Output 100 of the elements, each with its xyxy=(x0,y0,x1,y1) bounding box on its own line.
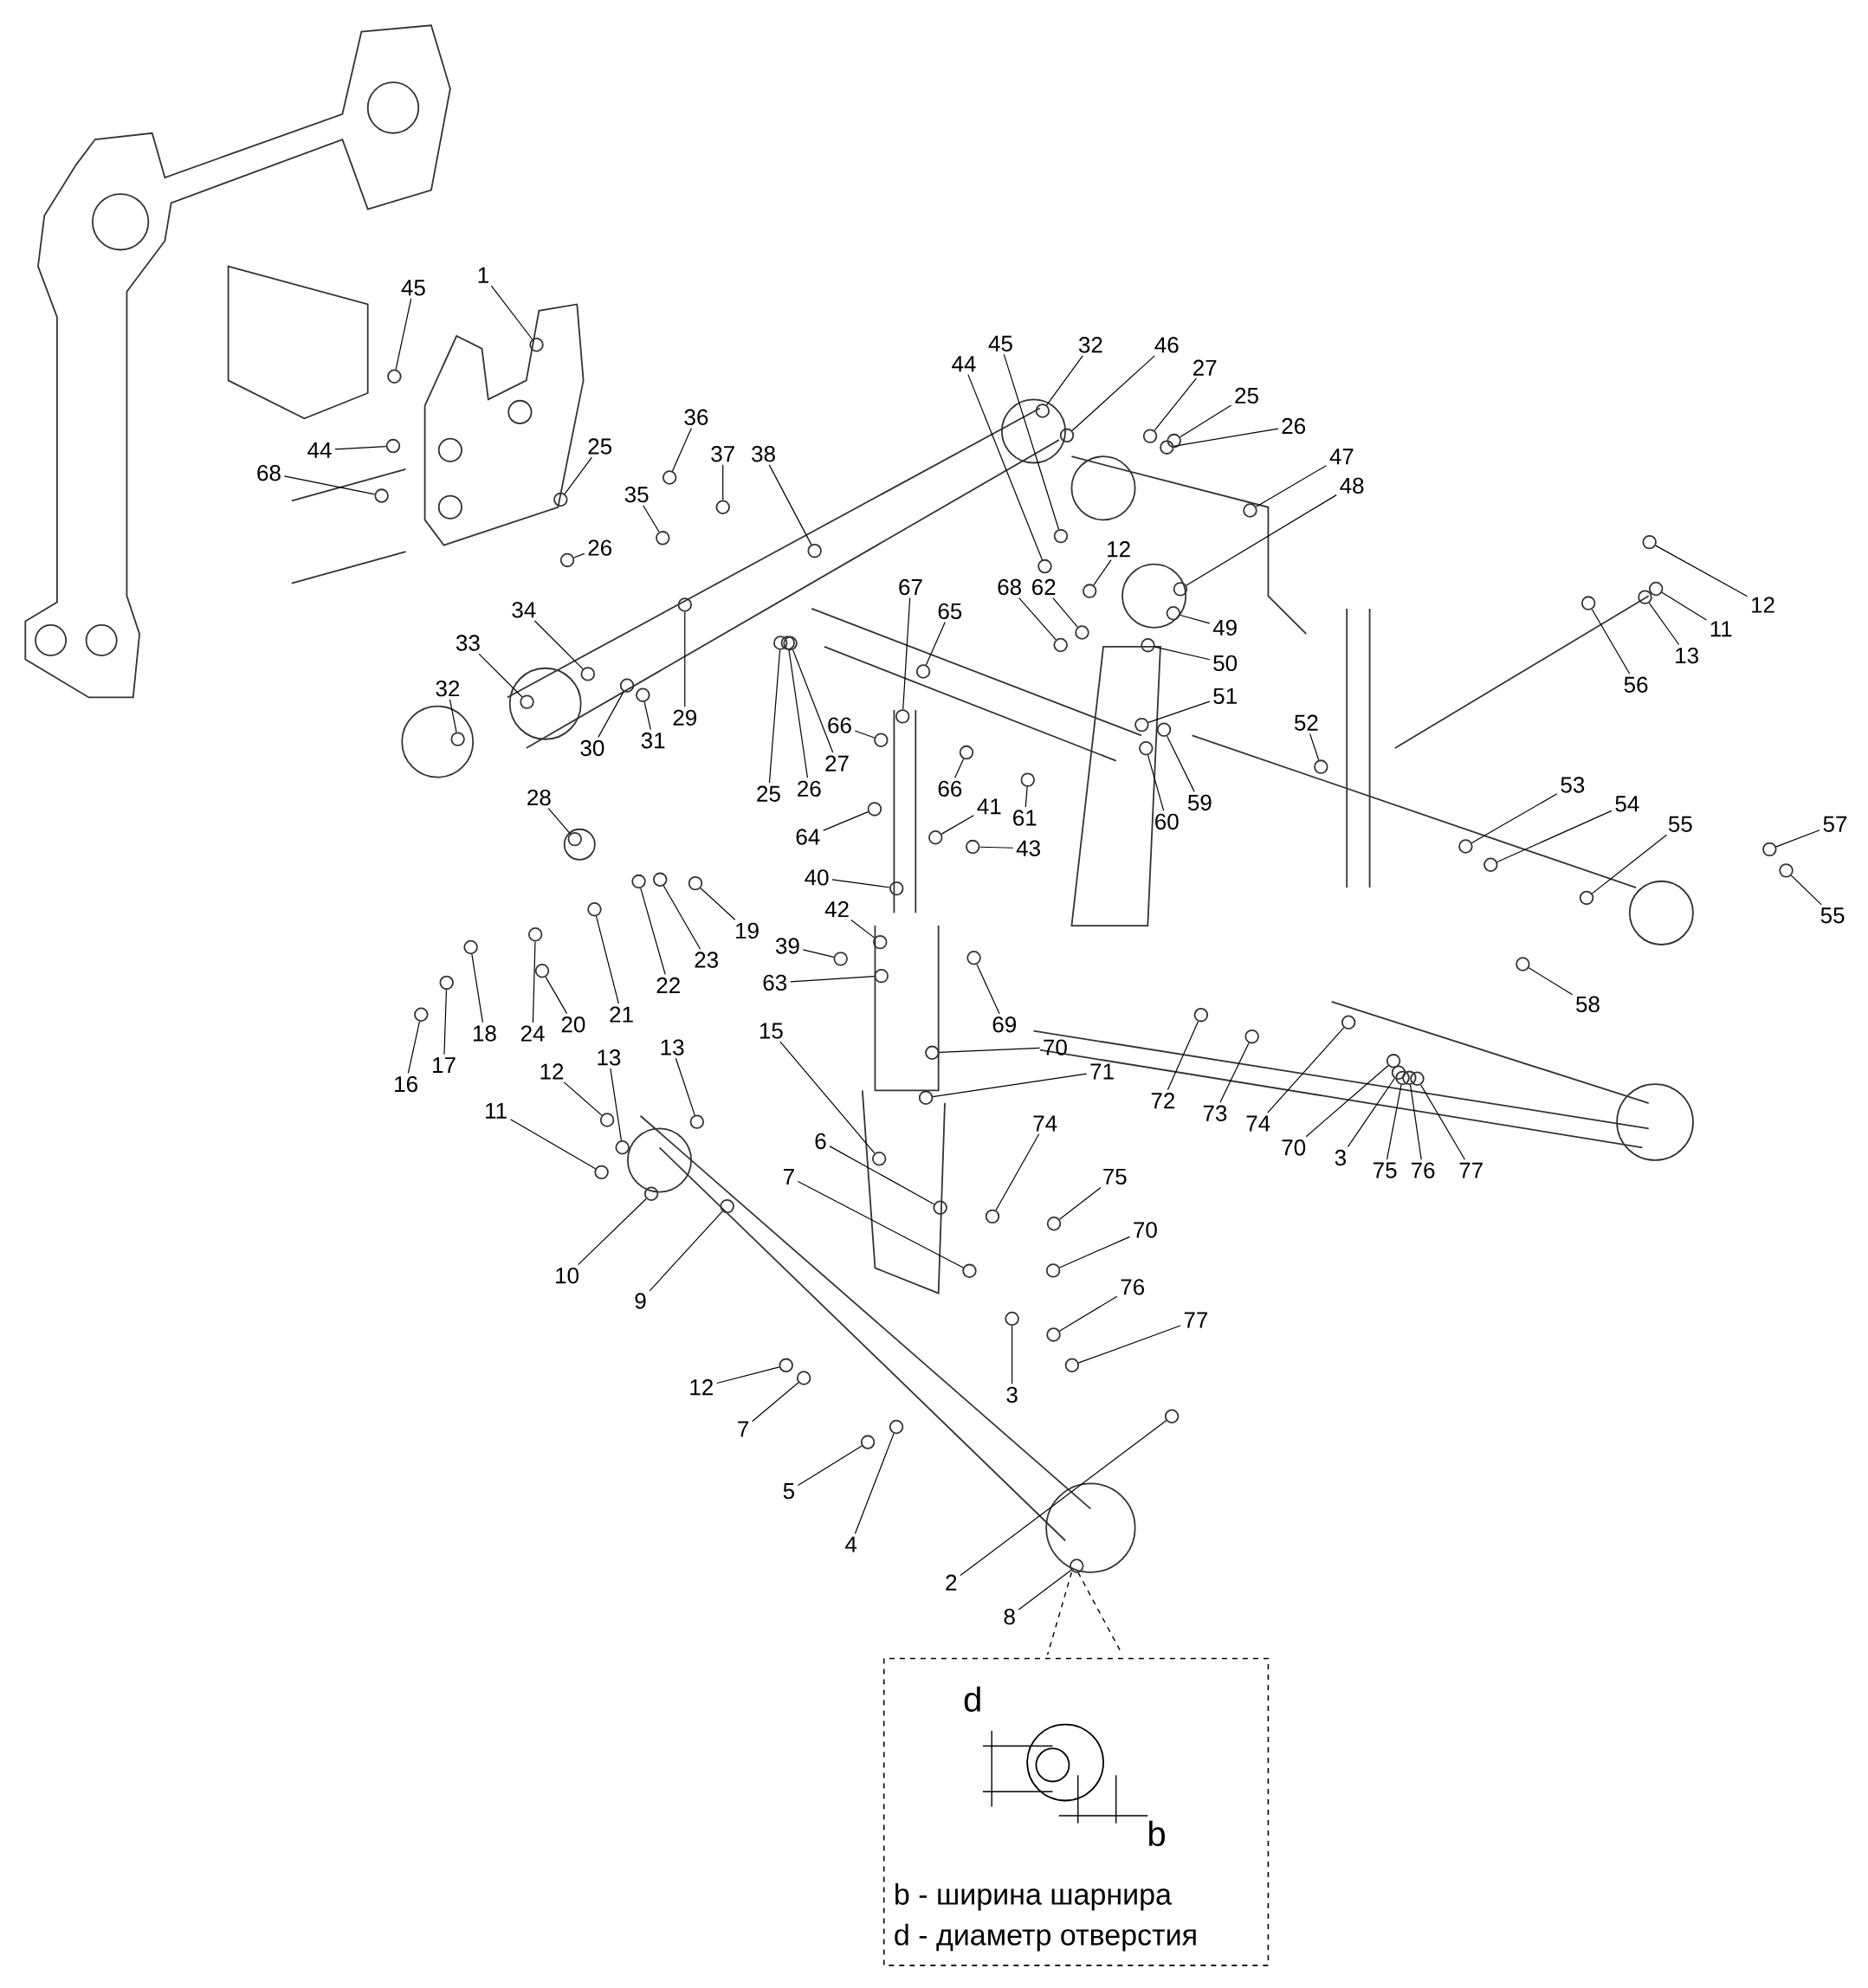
leader-line xyxy=(967,374,1044,561)
callout-number: 47 xyxy=(1329,449,1354,465)
leader-line xyxy=(790,976,876,983)
leader-line xyxy=(1267,1027,1345,1113)
part-outline xyxy=(567,831,582,847)
part-outline xyxy=(631,874,646,889)
part-outline xyxy=(615,1140,630,1155)
leader-line xyxy=(598,691,624,738)
part-outline xyxy=(1139,741,1154,756)
leader-line xyxy=(449,699,457,733)
leader-line xyxy=(684,611,686,707)
callout-number: 12 xyxy=(1108,541,1130,558)
part-outline xyxy=(1402,1070,1417,1086)
leader-line xyxy=(1409,1084,1422,1160)
part-outline xyxy=(414,1007,429,1022)
callout-number: 55 xyxy=(1820,907,1845,924)
leader-line xyxy=(1059,1236,1131,1268)
part-outline xyxy=(374,488,389,503)
part-outline xyxy=(580,667,596,681)
part-outline xyxy=(962,1263,977,1278)
part-outline xyxy=(1395,1070,1410,1086)
leader-line xyxy=(823,810,869,831)
callout-number: 25 xyxy=(1235,387,1258,404)
callout-number: 32 xyxy=(1078,337,1102,353)
leader-line xyxy=(960,1420,1167,1577)
part-outline xyxy=(1064,1358,1080,1372)
callout-number: 8 xyxy=(1004,1608,1015,1625)
callout-number: 50 xyxy=(1213,655,1238,672)
callout-number: 6 xyxy=(815,1133,826,1150)
part-outline xyxy=(587,902,602,917)
leader-line xyxy=(649,1210,723,1292)
leader-line xyxy=(1093,558,1112,586)
callout-number: 72 xyxy=(1151,1093,1174,1109)
part-outline xyxy=(873,934,888,950)
callout-number: 62 xyxy=(1032,578,1056,596)
leader-line xyxy=(1078,1325,1181,1364)
leader-line xyxy=(1591,834,1668,894)
part-outline xyxy=(1341,1015,1356,1030)
leader-line xyxy=(1180,404,1232,438)
leader-line xyxy=(802,949,835,958)
callout-number: 32 xyxy=(436,680,460,697)
part-outline xyxy=(689,1114,705,1129)
leader-line xyxy=(995,1133,1040,1211)
leader-line xyxy=(1661,591,1707,621)
callout-number: 42 xyxy=(824,900,849,918)
callout-number: 59 xyxy=(1187,794,1212,811)
leader-line xyxy=(395,298,412,371)
leader-line xyxy=(788,649,809,778)
part-outline xyxy=(559,552,575,568)
callout-number: 25 xyxy=(588,438,612,455)
callout-number: 12 xyxy=(540,1063,564,1080)
callout-number: 68 xyxy=(257,465,281,481)
part-outline xyxy=(966,839,980,855)
callout-number: 52 xyxy=(1294,714,1318,731)
leader-line xyxy=(663,885,701,950)
leader-line xyxy=(443,989,448,1055)
leader-line xyxy=(1775,829,1820,848)
part-outline xyxy=(534,964,550,978)
callout-number: 63 xyxy=(763,974,787,991)
callout-number: 44 xyxy=(952,356,976,372)
part-outline xyxy=(662,470,677,485)
callout-number: 4 xyxy=(845,1536,857,1552)
part-outline xyxy=(653,872,668,888)
callout-number: 27 xyxy=(825,755,849,771)
callout-number: 40 xyxy=(805,869,829,886)
part-outline xyxy=(385,438,401,454)
part-outline xyxy=(1156,722,1172,737)
callout-number: 58 xyxy=(1576,996,1600,1012)
callout-number: 76 xyxy=(1411,1162,1435,1178)
callout-number: 27 xyxy=(1193,359,1217,376)
part-outline xyxy=(1134,717,1149,733)
part-outline xyxy=(1059,428,1075,443)
callout-number: 65 xyxy=(938,603,962,620)
leader-line xyxy=(490,285,533,340)
leader-line xyxy=(1167,735,1195,792)
callout-number: 45 xyxy=(988,335,1012,352)
leader-line xyxy=(471,953,483,1023)
part-outline xyxy=(636,687,650,702)
callout-number: 61 xyxy=(1013,810,1037,826)
part-outline xyxy=(1779,863,1794,878)
callout-number: 15 xyxy=(759,1023,783,1039)
part-outline xyxy=(1244,1029,1259,1044)
part-outline xyxy=(1483,857,1498,872)
callout-number: 77 xyxy=(1184,1312,1208,1328)
leader-line xyxy=(1655,545,1748,597)
leader-line xyxy=(1173,428,1279,447)
part-outline xyxy=(1516,957,1530,971)
leader-line xyxy=(643,701,651,731)
leader-line xyxy=(938,1047,1041,1054)
part-outline xyxy=(387,369,402,384)
callout-number: 10 xyxy=(556,1268,579,1284)
callout-number: 22 xyxy=(656,977,680,993)
leader-line xyxy=(1018,597,1057,641)
part-outline xyxy=(1386,1054,1401,1068)
callout-number: 37 xyxy=(711,446,734,462)
callout-number: 73 xyxy=(1203,1105,1227,1121)
part-outline xyxy=(1648,581,1664,597)
part-outline xyxy=(677,597,692,612)
leader-line xyxy=(831,879,890,888)
leader-line xyxy=(854,1433,895,1534)
